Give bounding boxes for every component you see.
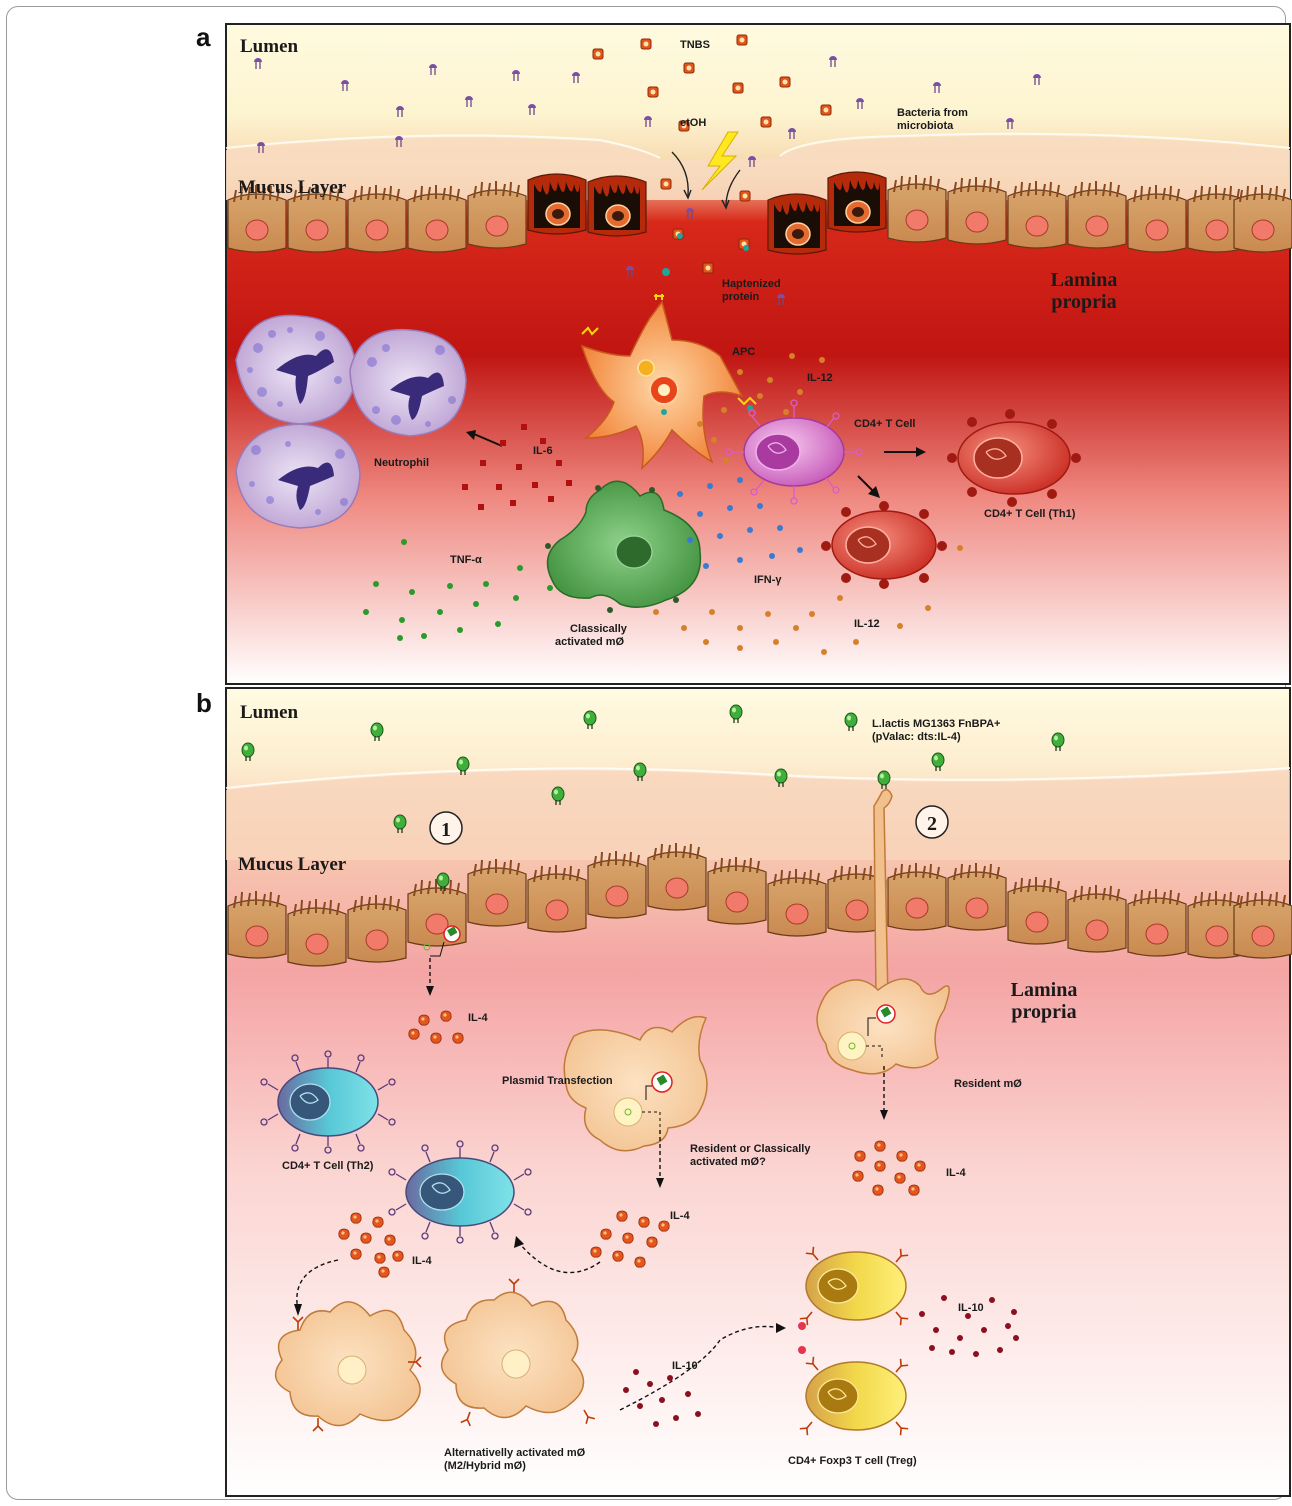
svg-text:2: 2 [927, 813, 937, 835]
label-macrophage-2: activated mØ [555, 636, 625, 648]
label-lumen-b: Lumen [240, 702, 299, 723]
label-il10-b: IL-10 [958, 1302, 984, 1314]
treg-signal-dot [798, 1322, 806, 1330]
label-lactis-2: (pValac: dts:IL-4) [872, 731, 961, 743]
label-cd4: CD4+ T Cell [854, 418, 915, 430]
mucus-band-b [226, 770, 1290, 860]
label-m2-1: Alternativelly activated mØ [444, 1447, 586, 1459]
label-mucus-a: Mucus Layer [238, 177, 347, 198]
neutrophil-cell [236, 424, 360, 528]
label-il4-b: IL-4 [946, 1167, 966, 1179]
label-lamina-a-1: Lamina [1051, 269, 1118, 291]
label-lumen-a: Lumen [240, 36, 299, 57]
label-il4-d: IL-4 [412, 1255, 432, 1267]
label-il12-top: IL-12 [807, 372, 833, 384]
label-mucus-b: Mucus Layer [238, 854, 347, 875]
label-resident: Resident mØ [954, 1078, 1022, 1090]
svg-text:1: 1 [441, 819, 451, 841]
label-lamina-a-2: propria [1051, 291, 1116, 313]
label-th2: CD4+ T Cell (Th2) [282, 1160, 374, 1172]
label-haptenized-1: Haptenized [722, 278, 781, 290]
label-lamina-b-1: Lamina [1011, 979, 1078, 1001]
label-il4-c: IL-4 [670, 1210, 690, 1222]
label-il12-bottom: IL-12 [854, 618, 880, 630]
panel-b: Lumen Mucus Layer Lamina propria L.lacti… [226, 688, 1292, 1496]
step-1-marker: 1 [430, 812, 462, 844]
label-resident-q-2: activated mØ? [690, 1156, 766, 1168]
panel-a: Lumen Mucus Layer Lamina propria TNBS et… [226, 24, 1292, 684]
treg-signal-dot [798, 1346, 806, 1354]
label-ifny: IFN-γ [754, 574, 782, 586]
label-il10-a: IL-10 [672, 1360, 698, 1372]
label-bacteria-1: Bacteria from [897, 107, 968, 119]
label-lactis-1: L.lactis MG1363 FnBPA+ [872, 718, 1000, 730]
label-m2-2: (M2/Hybrid mØ) [444, 1460, 526, 1472]
label-tnfa: TNF-α [450, 554, 482, 566]
hapten-dot [662, 268, 670, 276]
label-apc: APC [732, 346, 755, 358]
label-treg: CD4+ Foxp3 T cell (Treg) [788, 1455, 917, 1467]
label-bacteria-2: microbiota [897, 120, 954, 132]
step-2-marker: 2 [916, 806, 948, 838]
label-il6: IL-6 [533, 445, 553, 457]
label-plasmid: Plasmid Transfection [502, 1075, 613, 1087]
label-th1: CD4+ T Cell (Th1) [984, 508, 1076, 520]
label-macrophage-1: Classically [570, 623, 628, 635]
label-neutrophil: Neutrophil [374, 457, 429, 469]
label-lamina-b-2: propria [1011, 1001, 1076, 1023]
label-il4-a: IL-4 [468, 1012, 488, 1024]
label-haptenized-2: protein [722, 291, 760, 303]
label-tnbs: TNBS [680, 39, 710, 51]
label-etoh: etOH [680, 117, 706, 129]
label-resident-q-1: Resident or Classically [690, 1143, 811, 1155]
